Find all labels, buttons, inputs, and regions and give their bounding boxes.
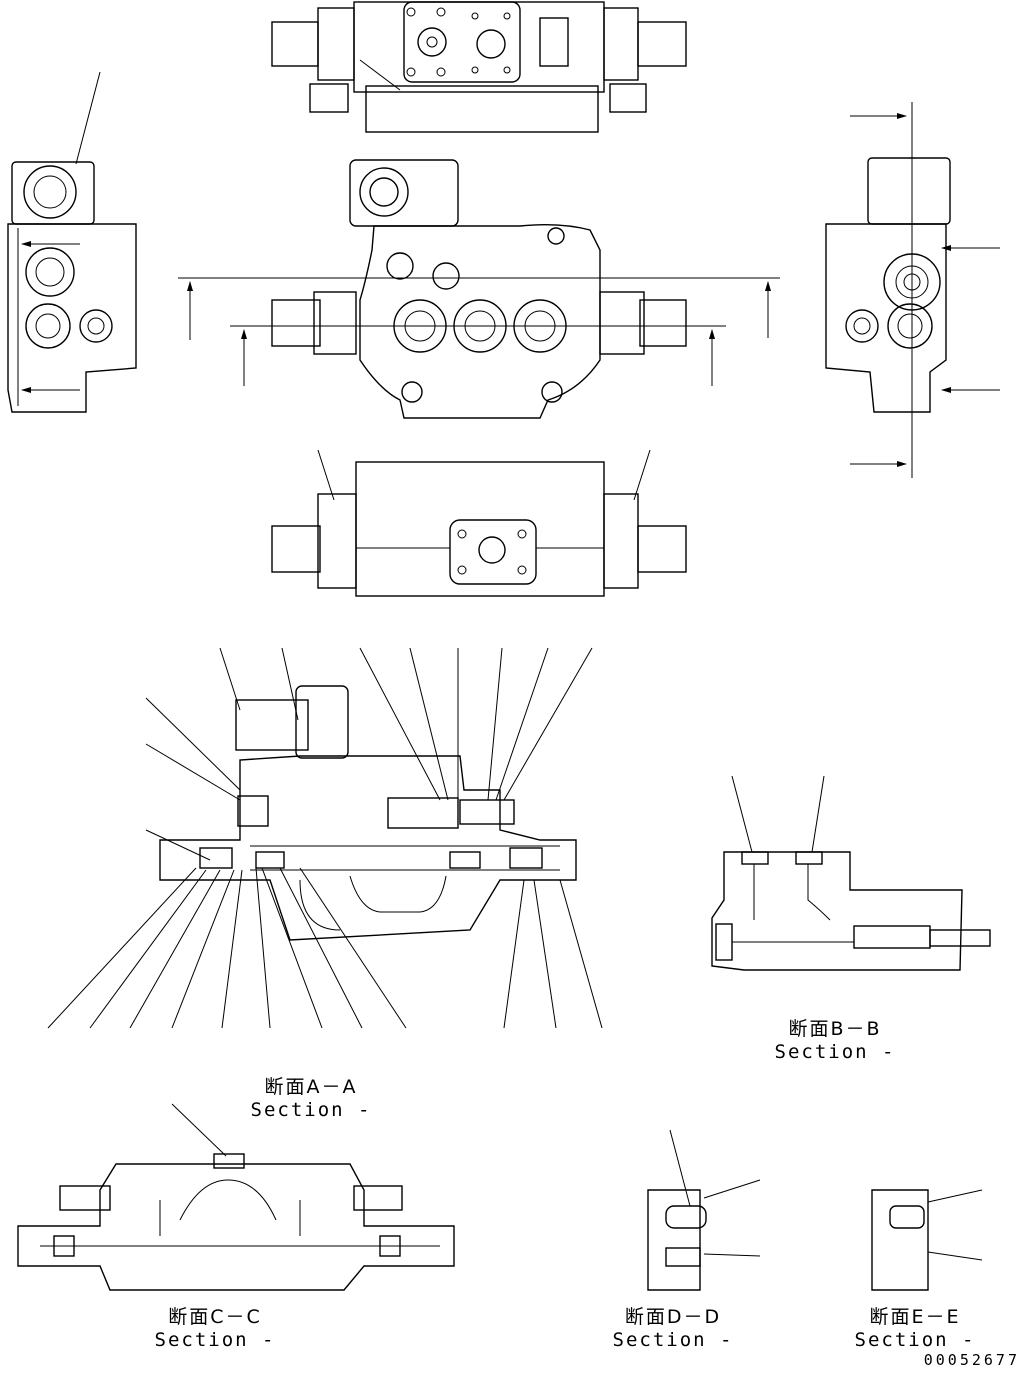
front-view xyxy=(178,159,780,419)
section-b-b-jp: 断面B－B xyxy=(788,1018,882,1040)
section-e-e-label: 断面E－E Section - xyxy=(840,1302,990,1351)
section-c-c-en: Section - xyxy=(154,1329,276,1351)
section-e-e-jp: 断面E－E xyxy=(869,1306,961,1328)
section-a-a-drawing xyxy=(47,647,603,1029)
section-c-c-label: 断面C－C Section - xyxy=(140,1302,290,1351)
right-side-view xyxy=(825,102,1000,478)
section-e-e-drawing xyxy=(871,1189,983,1291)
section-d-d-en: Section - xyxy=(612,1329,734,1351)
top-view xyxy=(271,1,687,133)
section-b-b-label: 断面B－B Section - xyxy=(760,1014,910,1063)
section-a-a-en: Section - xyxy=(250,1099,372,1121)
section-c-c-drawing xyxy=(17,1103,455,1291)
document-number: 00052677 xyxy=(923,1351,1020,1369)
section-a-a-label: 断面A－A Section - xyxy=(236,1072,386,1121)
section-b-b-en: Section - xyxy=(774,1041,896,1063)
section-a-a-jp: 断面A－A xyxy=(264,1076,358,1098)
section-c-c-jp: 断面C－C xyxy=(168,1306,262,1328)
left-side-view xyxy=(7,71,137,413)
section-e-e-en: Section - xyxy=(854,1329,976,1351)
section-b-b-drawing xyxy=(711,775,991,971)
section-d-d-label: 断面D－D Section - xyxy=(598,1302,748,1351)
section-d-d-jp: 断面D－D xyxy=(624,1306,722,1328)
bottom-view xyxy=(271,449,687,597)
section-d-d-drawing xyxy=(647,1129,761,1291)
